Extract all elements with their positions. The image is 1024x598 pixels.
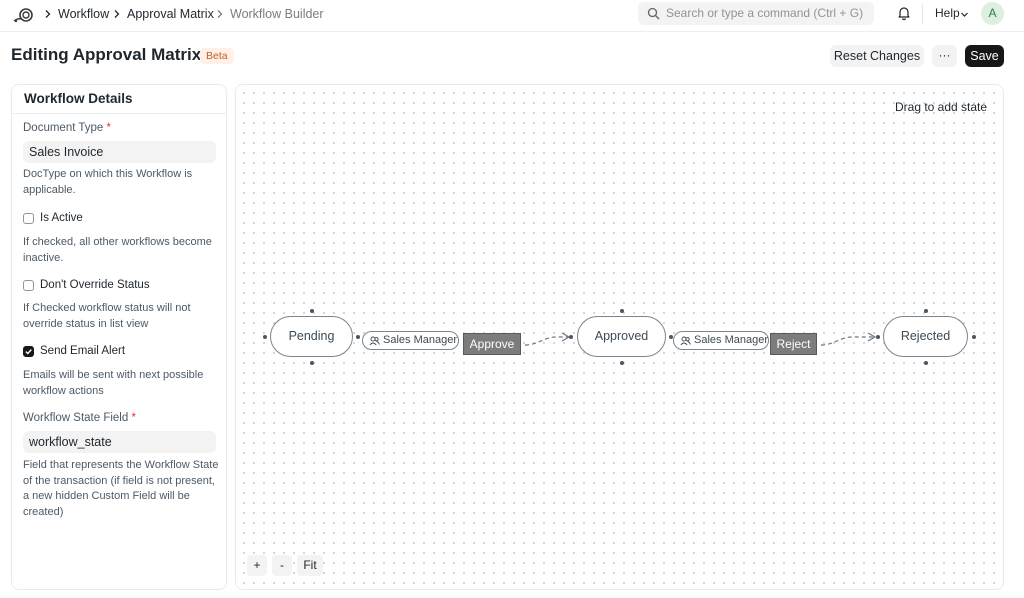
breadcrumb-workflow[interactable]: Workflow: [58, 7, 110, 21]
node-handle-right[interactable]: [972, 335, 976, 339]
beta-badge: Beta: [200, 48, 234, 64]
send-email-alert-label[interactable]: Send Email Alert: [40, 345, 126, 357]
role-label: Sales Manager: [694, 334, 768, 346]
is-active-description: If checked, all other workflows become i…: [23, 236, 212, 264]
transition-action-approve[interactable]: Approve: [463, 333, 521, 355]
chevron-down-icon[interactable]: [960, 10, 969, 19]
transition-role-pill[interactable]: Sales Manager: [362, 331, 459, 350]
node-handle-left[interactable]: [263, 335, 267, 339]
navbar: Workflow Approval Matrix Workflow Builde…: [0, 0, 1024, 32]
edge-reject-to-rejected: [820, 336, 874, 346]
workflow-state-field-label: Workflow State Field *: [23, 412, 136, 424]
breadcrumb-workflow-builder: Workflow Builder: [230, 7, 324, 21]
document-type-description: DocType on which this Workflow is applic…: [23, 168, 193, 196]
notification-bell-icon[interactable]: [896, 5, 912, 21]
node-handle-left[interactable]: [569, 335, 573, 339]
state-node-rejected[interactable]: Rejected: [883, 316, 968, 357]
send-email-alert-checkbox[interactable]: [23, 346, 34, 357]
role-label: Sales Manager: [383, 334, 457, 346]
panel-header: Workflow Details: [12, 85, 226, 114]
send-email-alert-description: Emails will be sent with next possible w…: [23, 369, 204, 397]
workflow-state-field-description: Field that represents the Workflow State…: [23, 459, 219, 518]
arrow-head-icon: [561, 332, 571, 342]
zoom-in-button[interactable]: +: [247, 555, 267, 576]
dont-override-status-label[interactable]: Don't Override Status: [40, 279, 150, 291]
page-title: Editing Approval Matrix: [11, 45, 202, 64]
fit-view-button[interactable]: Fit: [297, 555, 323, 576]
required-asterisk: *: [131, 412, 136, 424]
dont-override-status-checkbox[interactable]: [23, 280, 34, 291]
transition-action-reject[interactable]: Reject: [770, 333, 817, 355]
user-avatar[interactable]: A: [981, 2, 1004, 25]
is-active-label[interactable]: Is Active: [40, 212, 83, 224]
more-options-button[interactable]: ···: [932, 45, 957, 67]
save-button[interactable]: Save: [965, 45, 1004, 67]
users-icon: [369, 336, 380, 346]
document-type-label: Document Type *: [23, 122, 112, 134]
required-asterisk: *: [106, 122, 112, 134]
node-handle-left[interactable]: [876, 335, 880, 339]
node-handle-top[interactable]: [620, 309, 624, 313]
node-handle-bottom[interactable]: [310, 361, 314, 365]
panel-title: Workflow Details: [24, 91, 133, 106]
node-handle-right[interactable]: [669, 335, 673, 339]
drag-to-add-state-hint: Drag to add state: [895, 100, 988, 114]
help-dropdown[interactable]: Help: [935, 6, 960, 20]
transition-role-pill[interactable]: Sales Manager: [673, 331, 769, 350]
node-handle-bottom[interactable]: [924, 361, 928, 365]
arrow-head-icon: [867, 332, 877, 342]
dont-override-status-description: If Checked workflow status will not over…: [23, 302, 191, 330]
users-icon: [680, 336, 691, 346]
node-handle-top[interactable]: [310, 309, 314, 313]
is-active-checkbox[interactable]: [23, 213, 34, 224]
zoom-out-button[interactable]: -: [272, 555, 292, 576]
awesome-bar[interactable]: Search or type a command (Ctrl + G): [638, 2, 874, 25]
checkmark-icon: [25, 349, 32, 355]
state-node-pending[interactable]: Pending: [270, 316, 353, 357]
reset-changes-button[interactable]: Reset Changes: [830, 45, 924, 67]
state-node-approved[interactable]: Approved: [577, 316, 666, 357]
edge-approve-to-approved: [524, 336, 568, 346]
chevron-right-icon: [114, 10, 120, 18]
chevron-right-icon: [45, 10, 51, 18]
document-type-input[interactable]: Sales Invoice: [23, 141, 216, 163]
search-icon: [647, 7, 660, 20]
workflow-details-panel: Workflow Details Document Type * Sales I…: [11, 84, 227, 590]
chevron-right-icon: [217, 10, 223, 18]
node-handle-top[interactable]: [924, 309, 928, 313]
app-logo-icon[interactable]: [12, 6, 34, 24]
node-handle-bottom[interactable]: [620, 361, 624, 365]
workflow-state-field-input[interactable]: workflow_state: [23, 431, 216, 453]
breadcrumb-approval-matrix[interactable]: Approval Matrix: [127, 7, 214, 21]
search-placeholder: Search or type a command (Ctrl + G): [666, 6, 864, 20]
navbar-divider: [922, 4, 923, 24]
node-handle-right[interactable]: [356, 335, 360, 339]
